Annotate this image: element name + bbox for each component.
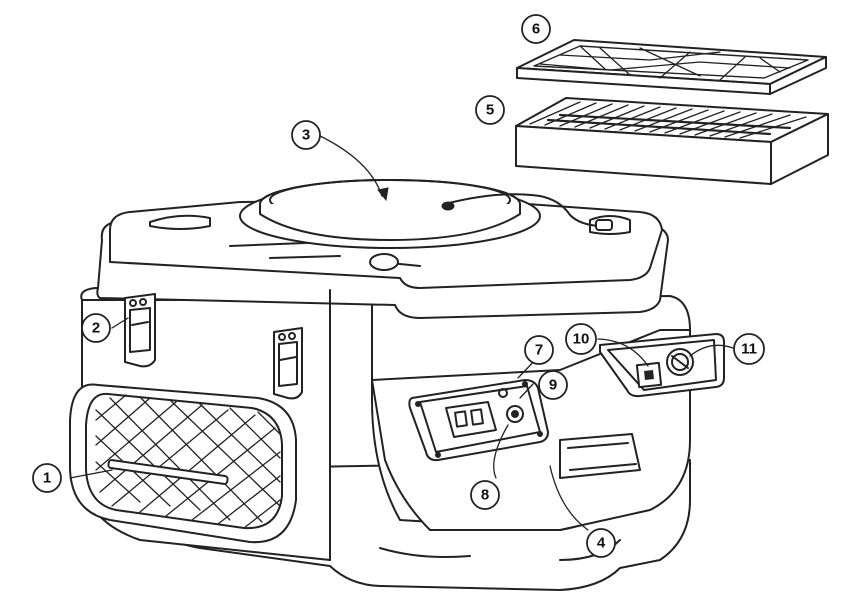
callout-4: 4 [586, 528, 616, 558]
callout-8: 8 [470, 480, 500, 510]
callout-5: 5 [475, 95, 505, 125]
panel-filter-6 [516, 39, 827, 95]
leader-lines [69, 134, 734, 531]
latches-2 [124, 293, 303, 400]
callout-6-label: 6 [532, 21, 540, 38]
intake-collar-3 [239, 179, 613, 249]
callout-4-label: 4 [597, 535, 606, 552]
callout-3-label: 3 [302, 127, 310, 144]
callout-9-label: 9 [549, 377, 557, 394]
callout-8-label: 8 [481, 487, 489, 504]
callout-3: 3 [291, 120, 321, 150]
callout-11-label: 11 [741, 341, 757, 358]
callout-1: 1 [32, 463, 62, 493]
callout-9: 9 [538, 370, 568, 400]
callout-10: 10 [565, 323, 597, 355]
callout-2: 2 [81, 313, 111, 343]
callout-11: 11 [733, 333, 765, 365]
latch-right [273, 327, 303, 400]
latch-left [124, 293, 156, 368]
box-filter-5 [515, 97, 829, 185]
front-grille-1 [69, 383, 297, 544]
callout-5-label: 5 [486, 102, 494, 119]
callout-1-label: 1 [43, 470, 51, 487]
callout-6: 6 [521, 14, 551, 44]
handle-4 [559, 433, 641, 479]
callout-7: 7 [524, 335, 554, 365]
callout-2-label: 2 [92, 320, 100, 337]
callout-10-label: 10 [573, 331, 590, 348]
gfci-panel [408, 379, 549, 462]
callout-7-label: 7 [535, 342, 543, 359]
